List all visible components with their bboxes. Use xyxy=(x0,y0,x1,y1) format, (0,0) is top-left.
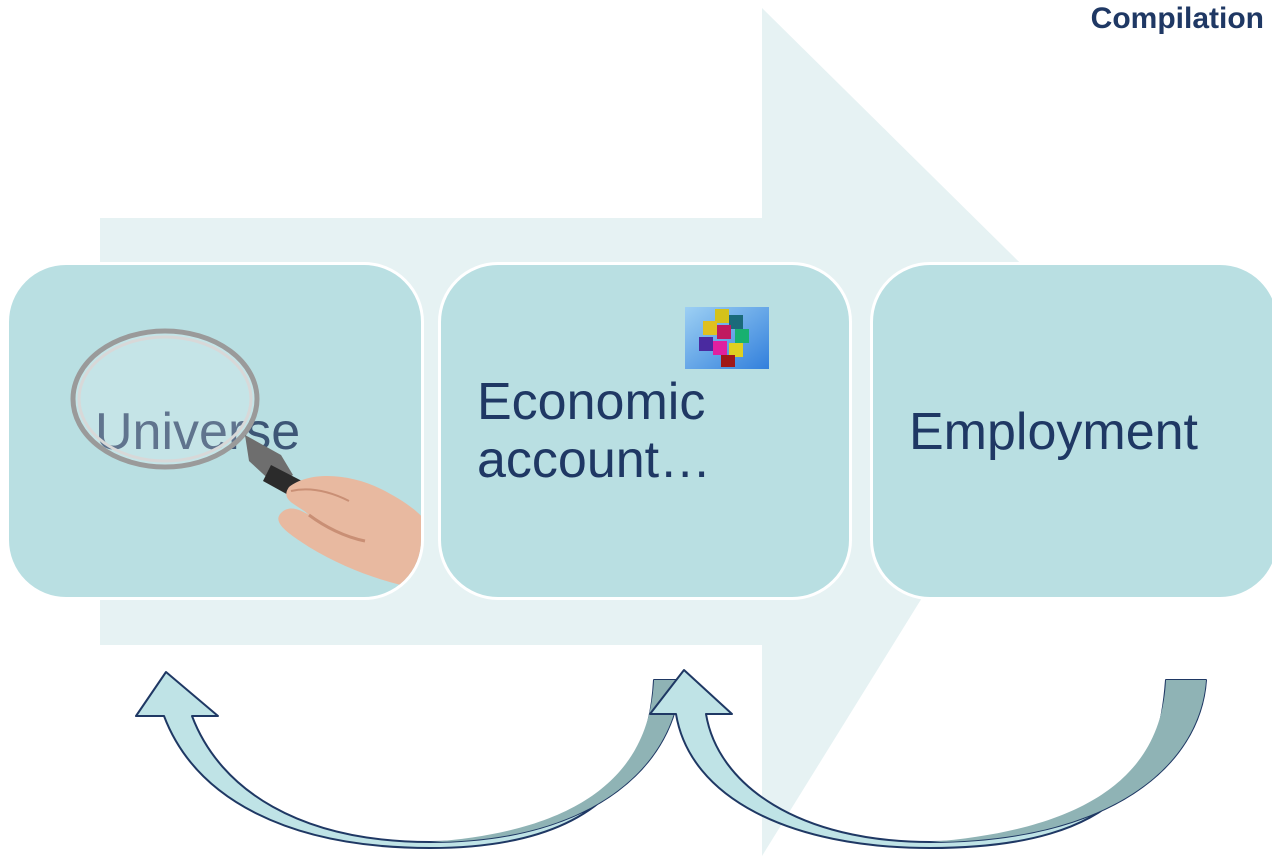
step-box-economic-account: Economic account… xyxy=(438,262,852,600)
puzzle-icon xyxy=(685,307,769,369)
step-label-line-2: account… xyxy=(477,431,712,490)
curved-arrow-to-economic-account xyxy=(649,669,1207,849)
step-label-line-1: Economic xyxy=(477,373,706,431)
curved-arrow-to-universe xyxy=(135,671,681,849)
page-title: Compilation xyxy=(1090,2,1264,35)
step-label-economic-account: Economic account… xyxy=(477,373,711,489)
step-box-employment: Employment xyxy=(870,262,1272,600)
step-label-employment: Employment xyxy=(909,403,1198,461)
